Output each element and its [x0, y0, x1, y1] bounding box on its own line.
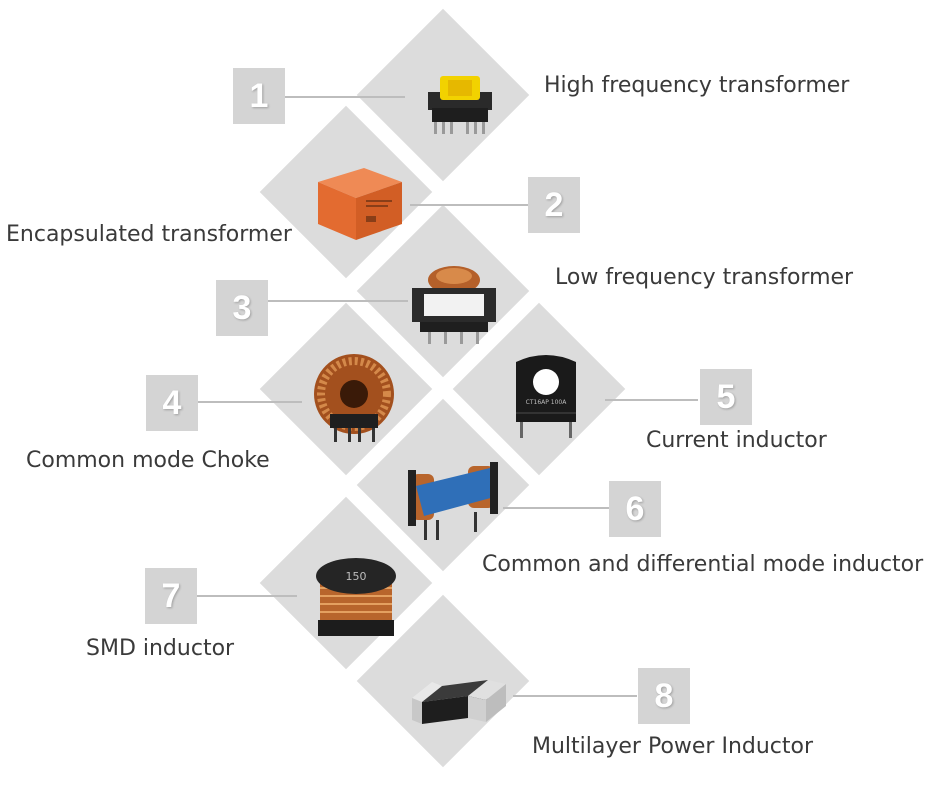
connector-2 [410, 204, 530, 206]
label-7: SMD inductor [86, 636, 235, 661]
cm-dm-inductor-icon [408, 462, 498, 540]
toroid-choke-icon [314, 354, 394, 442]
current-inductor-marking: CT16AP 100A [526, 399, 568, 406]
connector-8 [513, 695, 637, 697]
badge-1: 1 [233, 68, 285, 124]
connector-6 [503, 507, 613, 509]
label-1: High frequency transformer [544, 73, 850, 98]
label-8: Multilayer Power Inductor [532, 734, 814, 759]
connector-3 [268, 300, 408, 302]
smd-inductor-icon: 150 [316, 558, 396, 636]
badge-4: 4 [146, 375, 198, 431]
connector-4 [197, 401, 302, 403]
connector-5 [605, 399, 698, 401]
low-frequency-transformer-icon [412, 266, 496, 344]
badge-8: 8 [638, 668, 690, 724]
encapsulated-transformer-icon [318, 168, 402, 240]
label-3: Low frequency transformer [555, 265, 854, 290]
connector-7 [195, 595, 297, 597]
badge-5: 5 [700, 369, 752, 425]
connector-1 [285, 96, 405, 98]
label-4: Common mode Choke [26, 448, 270, 473]
label-2: Encapsulated transformer [6, 222, 292, 247]
multilayer-inductor-icon [412, 680, 506, 724]
current-inductor-icon: CT16AP 100A [516, 355, 576, 438]
high-frequency-transformer-icon [428, 76, 492, 134]
badge-6: 6 [609, 481, 661, 537]
label-6: Common and differential mode inductor [482, 552, 924, 577]
label-5: Current inductor [646, 428, 827, 453]
badge-2: 2 [528, 177, 580, 233]
smd-inductor-marking: 150 [346, 570, 367, 583]
badge-7: 7 [145, 568, 197, 624]
badge-3: 3 [216, 280, 268, 336]
